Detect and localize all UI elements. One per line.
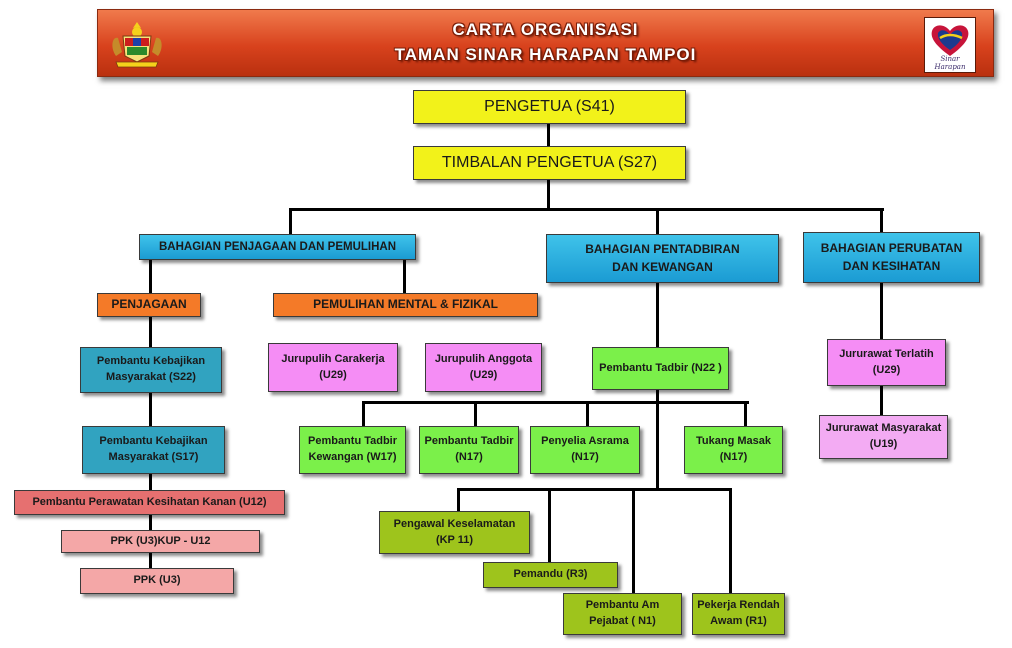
node-pekerja-rendah: Pekerja Rendah Awam (R1)	[692, 593, 785, 635]
node-jururawat-terlatih: Jururawat Terlatih (U29)	[827, 339, 946, 386]
node-penyelia-asrama: Penyelia Asrama (N17)	[530, 426, 640, 474]
logo-caption: Sinar Harapan	[934, 55, 966, 71]
coat-of-arms-icon	[112, 22, 162, 68]
node-bahagian-perubatan: BAHAGIAN PERUBATAN DAN KESIHATAN	[803, 232, 980, 283]
node-pkm-s22: Pembantu Kebajikan Masyarakat (S22)	[80, 347, 222, 393]
heart-logo-icon	[931, 25, 969, 56]
node-pt-kewangan: Pembantu Tadbir Kewangan (W17)	[299, 426, 406, 474]
node-tukang-masak: Tukang Masak (N17)	[684, 426, 783, 474]
node-pengetua: PENGETUA (S41)	[413, 90, 686, 124]
node-bahagian-pentadbiran: BAHAGIAN PENTADBIRAN DAN KEWANGAN	[546, 234, 779, 283]
node-bahagian-penjagaan: BAHAGIAN PENJAGAAN DAN PEMULIHAN	[139, 234, 416, 260]
node-penjagaan: PENJAGAAN	[97, 293, 201, 317]
node-pkm-s17: Pembantu Kebajikan Masyarakat (S17)	[82, 426, 225, 474]
node-pembantu-tadbir-n22: Pembantu Tadbir (N22 )	[592, 347, 729, 390]
chart-title-line-1: CARTA ORGANISASI	[452, 20, 639, 39]
node-jurupulih-carakerja: Jurupulih Carakerja (U29)	[268, 343, 398, 392]
node-pengawal: Pengawal Keselamatan (KP 11)	[379, 511, 530, 554]
node-pemulihan: PEMULIHAN MENTAL & FIZIKAL	[273, 293, 538, 317]
node-pemandu: Pemandu (R3)	[483, 562, 618, 588]
node-ppk-u3: PPK (U3)	[80, 568, 234, 594]
node-ppk-kup: PPK (U3)KUP - U12	[61, 530, 260, 553]
node-pt-n17: Pembantu Tadbir (N17)	[419, 426, 519, 474]
node-pembantu-am: Pembantu Am Pejabat ( N1)	[563, 593, 682, 635]
chart-title-line-2: TAMAN SINAR HARAPAN TAMPOI	[394, 45, 697, 64]
node-timbalan-pengetua: TIMBALAN PENGETUA (S27)	[413, 146, 686, 180]
node-jururawat-masyarakat: Jururawat Masyarakat (U19)	[819, 415, 948, 459]
sinar-harapan-logo: Sinar Harapan	[924, 17, 976, 73]
node-jurupulih-anggota: Jurupulih Anggota (U29)	[425, 343, 542, 392]
node-ppk-kanan: Pembantu Perawatan Kesihatan Kanan (U12)	[14, 490, 285, 515]
header-banner: CARTA ORGANISASI TAMAN SINAR HARAPAN TAM…	[97, 9, 994, 77]
